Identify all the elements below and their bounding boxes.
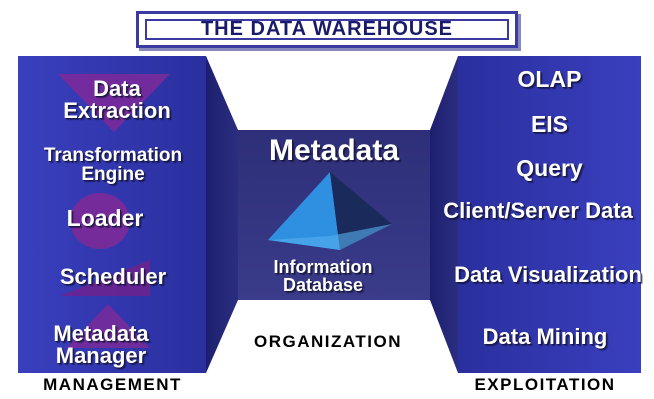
extraction-funnel-shape — [58, 74, 170, 132]
metadata-heading: Metadata — [268, 134, 400, 167]
exploitation-panel — [458, 56, 641, 373]
exploitation-label: EXPLOITATION — [474, 375, 616, 394]
item-data-mining: Data Mining — [482, 324, 608, 349]
information-database-caption: Information Database — [273, 257, 373, 295]
pyramid-icon — [268, 172, 392, 250]
scheduler-shape — [60, 260, 150, 296]
item-loader: Loader — [66, 205, 144, 231]
item-client-server-data: Client/Server Data — [443, 198, 633, 223]
organization-label: ORGANIZATION — [253, 332, 402, 351]
title-frame: THE DATA WAREHOUSE — [136, 11, 518, 48]
management-panel-side — [206, 56, 238, 373]
diagram-title: THE DATA WAREHOUSE — [145, 18, 509, 40]
loader-orb-shape — [70, 193, 130, 249]
exploitation-panel-side — [430, 56, 458, 373]
item-metadata-manager: Metadata Manager — [53, 321, 149, 368]
item-query: Query — [516, 155, 583, 181]
manager-shape — [66, 304, 150, 348]
item-transformation-engine: Transformation Engine — [43, 145, 183, 185]
item-data-extraction: Data Extraction — [63, 76, 171, 123]
item-eis: EIS — [530, 111, 569, 137]
management-label: MANAGEMENT — [43, 375, 182, 394]
item-olap: OLAP — [517, 66, 582, 92]
item-data-visualization: Data Visualization — [454, 262, 642, 287]
item-scheduler: Scheduler — [59, 264, 167, 289]
